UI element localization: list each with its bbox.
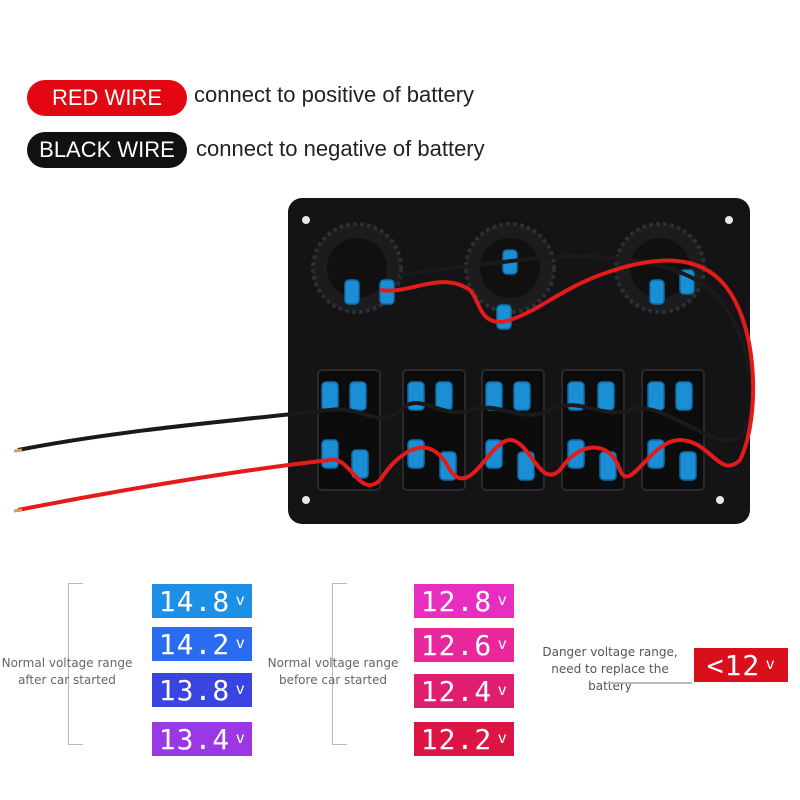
danger-caption-line-1: Danger voltage range, bbox=[542, 645, 678, 659]
danger-range-caption: Danger voltage range, need to replace th… bbox=[530, 644, 690, 695]
voltage-unit: v bbox=[236, 592, 246, 609]
voltage-reading: 13.4 v bbox=[152, 722, 252, 756]
voltage-value: <12 bbox=[706, 648, 761, 682]
voltage-value: 12.6 bbox=[420, 628, 493, 662]
mounting-holes bbox=[302, 216, 733, 504]
voltage-reading: 14.8 v bbox=[152, 584, 252, 618]
black-wire-description: connect to negative of battery bbox=[196, 136, 485, 161]
voltage-unit: v bbox=[766, 656, 776, 673]
switch-panel-photo bbox=[13, 198, 756, 524]
after-caption-line-2: after car started bbox=[18, 673, 116, 687]
danger-caption-line-2: need to replace the battery bbox=[551, 662, 669, 693]
after-range-bracket bbox=[68, 583, 83, 745]
black-wire bbox=[17, 254, 754, 452]
red-wire bbox=[17, 258, 756, 512]
voltage-value: 14.8 bbox=[158, 584, 231, 618]
voltage-value: 13.8 bbox=[158, 673, 231, 707]
voltage-unit: v bbox=[498, 592, 508, 609]
voltage-reading: 12.2 v bbox=[414, 722, 514, 756]
voltage-value: 12.2 bbox=[420, 722, 493, 756]
before-caption-line-2: before car started bbox=[278, 673, 388, 687]
after-range-caption: Normal voltage range after car started bbox=[0, 655, 134, 689]
red-wire-label: RED WIRE bbox=[27, 80, 187, 116]
before-caption-line-1: Normal voltage range bbox=[267, 656, 399, 670]
black-wire-label: BLACK WIRE bbox=[27, 132, 187, 168]
voltage-value: 14.2 bbox=[158, 627, 231, 661]
voltage-value: 12.8 bbox=[420, 584, 493, 618]
voltage-reading: 14.2 v bbox=[152, 627, 252, 661]
before-range-bracket bbox=[332, 583, 347, 745]
voltage-unit: v bbox=[498, 636, 508, 653]
voltage-unit: v bbox=[498, 682, 508, 699]
voltage-reading: 13.8 v bbox=[152, 673, 252, 707]
voltage-reading: 12.6 v bbox=[414, 628, 514, 662]
voltage-value: 12.4 bbox=[420, 674, 493, 708]
after-caption-line-1: Normal voltage range bbox=[1, 656, 133, 670]
red-wire-description: connect to positive of battery bbox=[194, 82, 475, 107]
voltage-unit: v bbox=[236, 681, 246, 698]
voltage-unit: v bbox=[498, 730, 508, 747]
voltage-reading: 12.8 v bbox=[414, 584, 514, 618]
rocker-switches bbox=[317, 369, 705, 491]
voltage-value: 13.4 bbox=[158, 722, 231, 756]
voltage-unit: v bbox=[236, 635, 246, 652]
danger-range-line bbox=[608, 682, 692, 684]
wire-ends bbox=[13, 448, 23, 513]
voltage-unit: v bbox=[236, 730, 246, 747]
voltage-reading: 12.4 v bbox=[414, 674, 514, 708]
socket-left bbox=[311, 222, 403, 314]
danger-voltage-reading: <12 v bbox=[694, 648, 788, 682]
before-range-caption: Normal voltage range before car started bbox=[266, 655, 400, 689]
